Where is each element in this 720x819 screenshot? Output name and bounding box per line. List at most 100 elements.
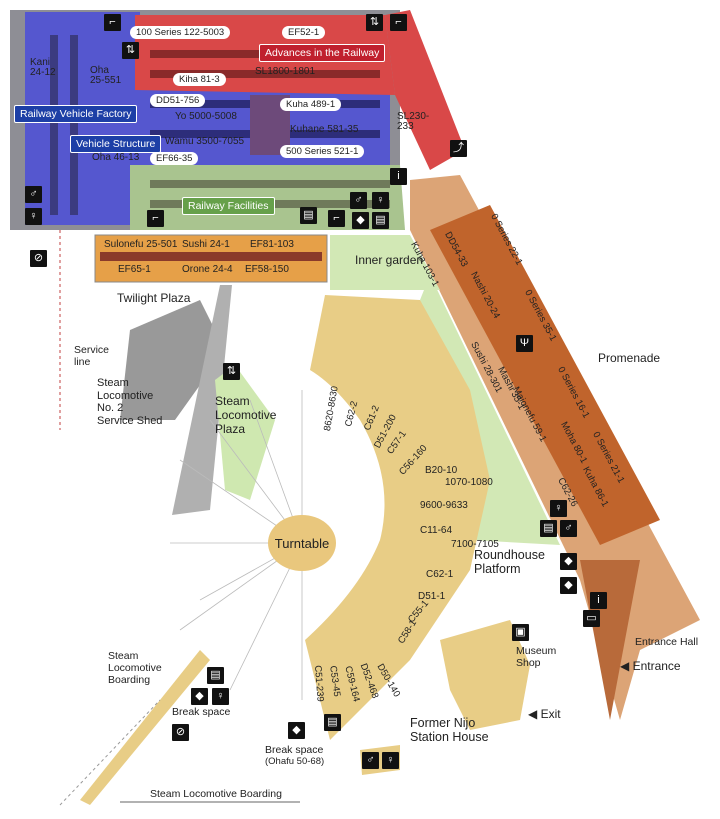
stairs-icon: ⌐: [147, 210, 164, 227]
exhibit-yo5000: Yo 5000-5008: [175, 111, 237, 122]
stairs-icon: ⌐: [104, 14, 121, 31]
info-icon[interactable]: i: [590, 592, 607, 609]
roundhouse-loco: C62-1: [426, 569, 454, 580]
advances-diagonal: [385, 10, 465, 170]
elevator-icon: ⇅: [366, 14, 383, 31]
dashed-path: [59, 699, 161, 806]
boarding-track: [80, 650, 210, 805]
break-space-label-2: Break space: [265, 744, 324, 756]
rest-icon: ◆: [560, 553, 577, 570]
vending-icon: ▤: [300, 207, 317, 224]
service-line-road: [172, 285, 232, 515]
steam-loco-shed-label: Steam Locomotive No. 2 Service Shed: [97, 377, 163, 427]
vending-icon: ▤: [540, 520, 557, 537]
info-icon[interactable]: i: [390, 168, 407, 185]
promenade-label: Promenade: [598, 351, 661, 365]
former-nijo-building: [440, 620, 530, 730]
ticket-icon[interactable]: ▭: [583, 610, 600, 627]
twilight-car: Sushi 24-1: [182, 239, 230, 250]
rest-icon: ◆: [191, 688, 208, 705]
track: [50, 35, 58, 215]
nursing-icon: ♀: [212, 688, 229, 705]
break-space-label-1: Break space: [172, 706, 231, 718]
railway-vehicle-factory-tag: Railway Vehicle Factory: [14, 105, 138, 123]
rest-icon: ◆: [288, 722, 305, 739]
roundhouse-loco: C11-64: [420, 525, 453, 536]
elevator-icon: ⇅: [223, 363, 240, 380]
vending-icon: ▤: [372, 212, 389, 229]
nursing-icon: ♀: [25, 208, 42, 225]
ohafu-label: (Ohafu 50-68): [265, 756, 325, 767]
escalator-icon: ⤴: [450, 140, 467, 157]
twilight-car: EF81-103: [250, 239, 294, 250]
museum-shop-label: Museum Shop: [516, 645, 557, 670]
exhibit-oha25: Oha 25-551: [90, 65, 122, 86]
rest-icon: ◆: [352, 212, 369, 229]
exhibit-ef52: EF52-1: [282, 26, 326, 39]
no-smoking-icon: ⊘: [172, 724, 189, 741]
railway-facilities-tag: Railway Facilities: [182, 197, 275, 215]
railway-vehicle-factory-area: [25, 12, 390, 225]
advances-tag: Advances in the Railway: [259, 44, 386, 62]
restroom-icon: ♂: [25, 186, 42, 203]
twilight-car: Sulonefu 25-501: [104, 239, 178, 250]
entrance-hall-label: Entrance Hall: [635, 636, 699, 648]
exhibit-kani: Kani 24-12: [30, 57, 56, 78]
roundhouse-platform: [305, 295, 490, 740]
service-line-label: Service line: [74, 344, 110, 369]
exhibit-sl230: SL230- 233: [397, 111, 430, 132]
stairs-icon: ⌐: [390, 14, 407, 31]
twilight-car: Orone 24-4: [182, 264, 233, 275]
nursing-icon: ♀: [372, 192, 389, 209]
rest-icon: ◆: [560, 577, 577, 594]
exhibit-dd51-756: DD51-756: [150, 94, 206, 107]
steam-loco-boarding-top-label: Steam Locomotive Boarding: [108, 650, 162, 687]
track: [70, 35, 78, 215]
roundhouse-loco: D51-1: [418, 591, 446, 602]
stairs-icon: ⌐: [328, 210, 345, 227]
promenade-track-block: [430, 205, 660, 545]
elevator-icon: ⇅: [122, 42, 139, 59]
inner-garden-area: [330, 235, 440, 290]
no-smoking-icon: ⊘: [30, 250, 47, 267]
roundhouse-loco: 9600-9633: [420, 500, 468, 511]
track: [150, 180, 390, 188]
plaza-green: [215, 365, 275, 500]
nursing-icon: ♀: [550, 500, 567, 517]
exit-label[interactable]: ◀ Exit: [528, 707, 561, 721]
exhibit-kiha81: Kiha 81-3: [173, 73, 226, 86]
exhibit-wamu: Wamu 3500-7055: [165, 136, 245, 147]
roundhouse-loco: 7100-7105: [451, 539, 499, 550]
dining-icon: Ψ: [516, 335, 533, 352]
turntable-label: Turntable: [268, 515, 336, 571]
vending-icon: ▤: [207, 667, 224, 684]
roundhouse-loco: B20-10: [425, 465, 458, 476]
service-shed-building: [120, 300, 225, 420]
vending-icon: ▤: [324, 714, 341, 731]
former-nijo-label: Former Nijo Station House: [410, 716, 489, 745]
steam-loco-plaza-label: Steam Locomotive Plaza: [215, 394, 277, 436]
steam-loco-boarding-bottom-label: Steam Locomotive Boarding: [150, 788, 282, 800]
shop-icon: ▣: [512, 624, 529, 641]
exhibit-100-series: 100 Series 122-5003: [130, 26, 231, 39]
garden-strip: [420, 275, 560, 545]
vehicle-structure-tag: Vehicle Structure: [70, 135, 162, 153]
track: [150, 70, 380, 78]
restroom-icon: ♂: [560, 520, 577, 537]
restroom-icon: ♂: [362, 752, 379, 769]
roundhouse-platform-label: Roundhouse Platform: [474, 548, 545, 577]
twilight-plaza-label: Twilight Plaza: [117, 291, 191, 305]
inner-garden-label: Inner garden: [355, 253, 424, 267]
entrance-label[interactable]: ◀ Entrance: [620, 659, 681, 673]
twilight-car: EF65-1: [118, 264, 151, 275]
exhibit-kuha489: Kuha 489-1: [280, 98, 342, 111]
roundhouse-loco: 1070-1080: [445, 477, 493, 488]
track: [100, 252, 322, 261]
exhibit-500-series: 500 Series 521-1: [280, 145, 365, 158]
twilight-car: EF58-150: [245, 264, 289, 275]
exhibit-ef66: EF66-35: [150, 152, 199, 165]
exhibit-oha46: Oha 46-13: [92, 152, 140, 163]
nursing-icon: ♀: [382, 752, 399, 769]
exhibit-sl1800: SL1800-1801: [255, 66, 316, 77]
